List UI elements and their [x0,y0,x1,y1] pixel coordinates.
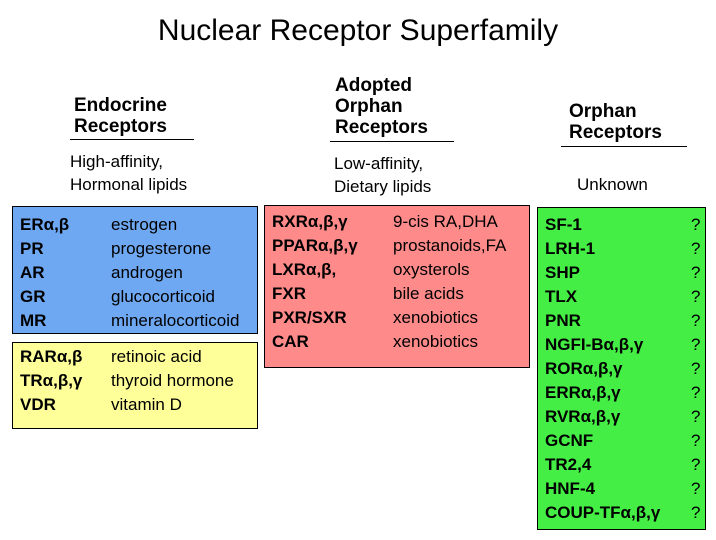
unknown-ligand-mark: ? [691,455,701,474]
receptor-name: PPARα,β,γ [272,236,358,255]
unknown-ligand-mark: ? [691,311,701,330]
receptor-name: SF-1 [545,215,582,234]
ligand-name: xenobiotics [393,308,479,327]
receptor-name: NGFI-Bα,β,γ [545,335,644,354]
orphan-header-line1: Orphan [569,101,637,122]
ligand-name: progesterone [111,239,212,258]
receptor-name: HNF-4 [545,479,596,498]
adopted-header-line3: Receptors [335,117,428,138]
receptor-name: RXRα,β,γ [272,212,348,231]
ligand-name: 9-cis RA,DHA [393,212,498,231]
receptor-name: RORα,β,γ [545,359,623,378]
receptor-name: RVRα,β,γ [545,407,621,426]
ligand-name: prostanoids,FA [393,236,507,255]
endocrine-description: High-affinity, Hormonal lipids [70,150,187,196]
receptor-name: MR [20,311,47,330]
unknown-ligand-mark: ? [691,335,701,354]
unknown-ligand-mark: ? [691,503,701,522]
unknown-ligand-mark: ? [691,407,701,426]
receptor-name: PNR [545,311,581,330]
receptor-name: VDR [20,395,56,414]
receptor-name: LRH-1 [545,239,596,258]
adopted-desc-line1: Low-affinity, [334,154,424,173]
receptor-name: TRα,β,γ [20,371,83,390]
receptor-name: RARα,β [20,347,83,366]
unknown-ligand-mark: ? [691,479,701,498]
receptor-name: ERα,β [20,215,70,234]
unknown-ligand-mark: ? [691,263,701,282]
ligand-name: androgen [111,263,183,282]
orphan-desc-line1: Unknown [577,175,648,194]
ligand-name: thyroid hormone [111,371,234,390]
receptor-name: GCNF [545,431,594,450]
receptor-name: ERRα,β,γ [545,383,621,402]
receptor-name: PR [20,239,44,258]
orphan-header-rule [561,146,687,147]
orphan-header-line2: Receptors [569,122,662,143]
receptor-name: GR [20,287,46,306]
ligand-name: retinoic acid [111,347,202,366]
adopted-description: Low-affinity, Dietary lipids [334,152,431,198]
adopted-orphan-header: Adopted Orphan Receptors [335,75,428,138]
ligand-name: vitamin D [111,395,182,414]
endocrine-header-rule [70,139,194,140]
ligand-name: glucocorticoid [111,287,215,306]
ligand-name: bile acids [393,284,464,303]
receptor-name: SHP [545,263,580,282]
unknown-ligand-mark: ? [691,431,701,450]
orphan-receptor-box: SF-1? LRH-1? SHP? TLX? PNR? NGFI-Bα,β,γ? RORα,… [537,207,706,530]
endocrine-header-line2: Receptors [74,116,167,137]
receptor-name: COUP-TFα,β,γ [545,503,661,522]
receptor-name: PXR/SXR [272,308,347,327]
adopted-desc-line2: Dietary lipids [334,177,432,196]
ligand-name: mineralocorticoid [111,311,240,330]
endocrine-desc-line1: High-affinity, [70,152,163,171]
ligand-name: oxysterols [393,260,470,279]
ligand-name: xenobiotics [393,332,479,351]
unknown-ligand-mark: ? [691,383,701,402]
unknown-ligand-mark: ? [691,215,701,234]
endocrine-desc-line2: Hormonal lipids [70,175,188,194]
receptor-name: CAR [272,332,309,351]
unknown-ligand-mark: ? [691,359,701,378]
adopted-header-line2: Orphan [335,96,403,117]
receptor-name: TLX [545,287,578,306]
unknown-ligand-mark: ? [691,287,701,306]
endocrine-header: Endocrine Receptors [74,95,167,137]
orphan-header: Orphan Receptors [569,101,662,143]
unknown-ligand-mark: ? [691,239,701,258]
receptor-name: FXR [272,284,306,303]
receptor-name: LXRα,β, [272,260,337,279]
orphan-description: Unknown [577,173,648,196]
ligand-name: estrogen [111,215,178,234]
endocrine-header-line1: Endocrine [74,95,167,116]
receptor-name: TR2,4 [545,455,592,474]
adopted-orphan-box: RXRα,β,γ 9-cis RA,DHA PPARα,β,γ prostanoids… [264,205,530,368]
adopted-header-rule [330,141,454,142]
receptor-name: AR [20,263,45,282]
adopted-header-line1: Adopted [335,75,413,96]
page-title: Nuclear Receptor Superfamily [157,14,559,47]
